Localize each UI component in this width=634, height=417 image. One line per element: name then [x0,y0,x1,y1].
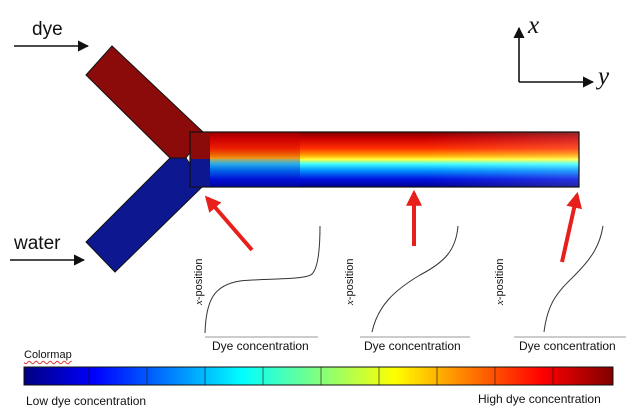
profile-3-xlabel-text: Dye concentration [519,339,616,353]
colormap-title-text: Colormap [24,349,72,361]
profile-1 [204,225,321,338]
profile-2-xlabel-text: Dye concentration [364,339,461,353]
profile-1-xlabel: Dye concentration [212,339,309,353]
profile-1-xlabel-text: Dye concentration [212,339,309,353]
dye-label: dye [32,19,63,40]
pointer-arrow-icon [560,191,583,263]
profile-2 [360,225,470,338]
main-channel [189,131,580,188]
dye-inlet-channel [85,45,205,159]
profile-3-xlabel: Dye concentration [519,339,616,353]
colormap-title: Colormap [24,349,72,361]
colormap-bar [23,366,614,386]
profile-2-xlabel: Dye concentration [364,339,461,353]
profile-3-ylabel: x-position [494,258,506,305]
low-concentration-label: Low dye concentration [26,394,146,408]
water-inlet-channel [85,157,205,273]
high-label-text: High dye concentration [478,392,601,406]
pointer-arrow-icon [204,195,254,252]
y-axis-label: y [598,63,610,90]
profile-3 [514,225,626,338]
water-label: water [14,233,61,254]
low-label-text: Low dye concentration [26,394,147,408]
coordinate-axes-icon [513,26,595,88]
profile-2-ylabel: x-position [344,258,356,305]
profile-1-ylabel: x-position [193,258,205,305]
high-concentration-label: High dye concentration [478,392,601,406]
x-axis-label: x [528,12,540,39]
